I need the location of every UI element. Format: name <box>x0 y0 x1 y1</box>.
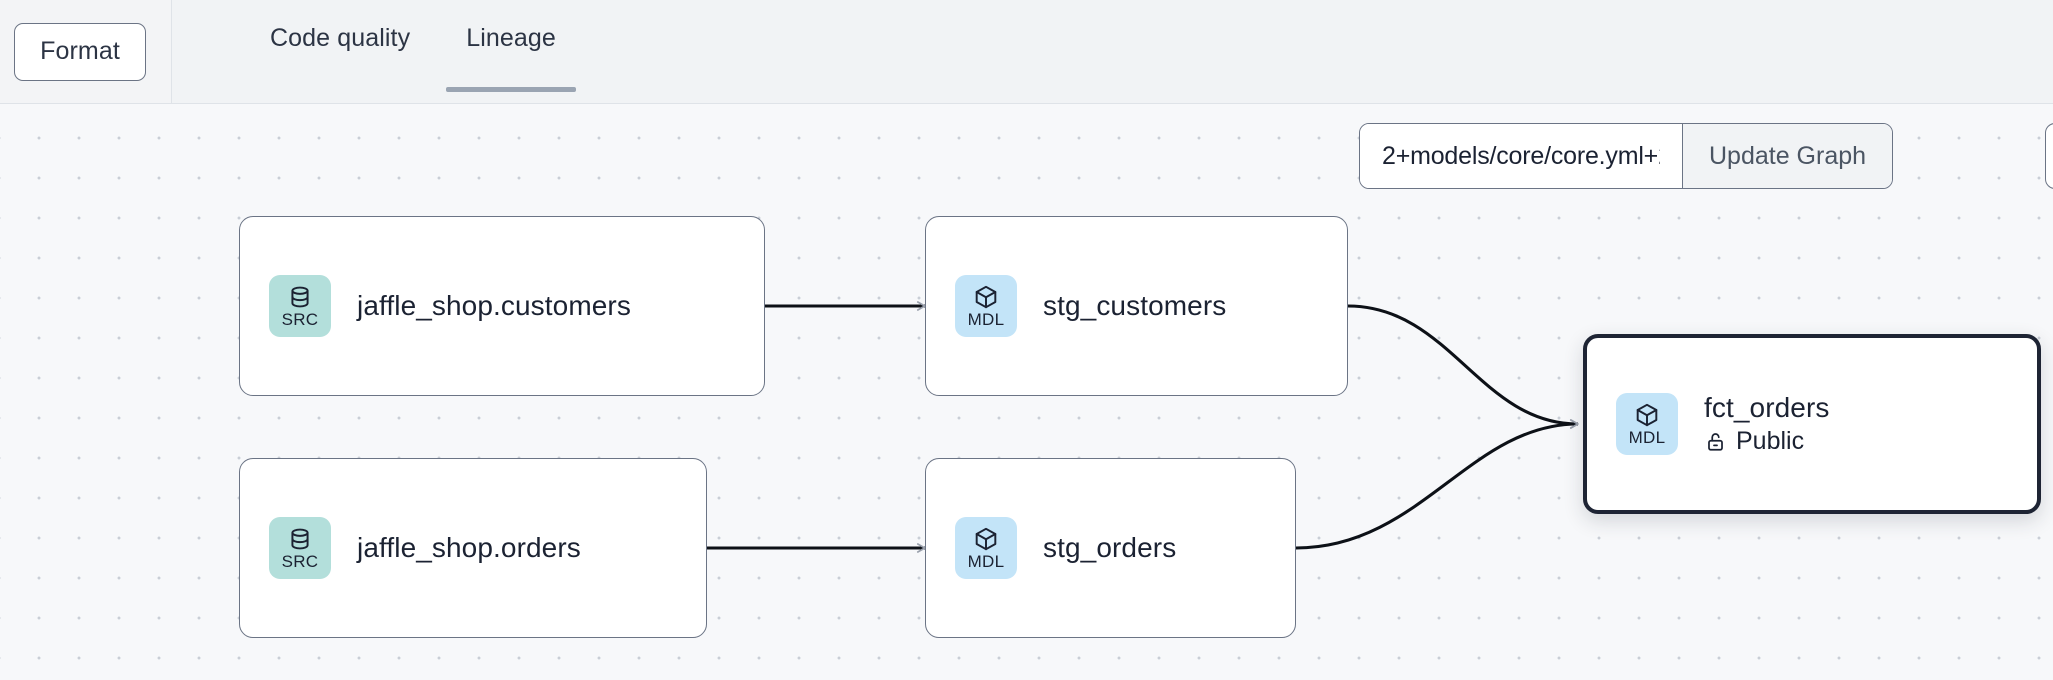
source-badge-label: SRC <box>281 310 319 329</box>
node-access-row: Public <box>1704 427 1830 456</box>
graph-controls: Update Graph <box>1359 123 1894 189</box>
cube-icon <box>973 526 999 552</box>
lineage-node-stg-orders[interactable]: MDL stg_orders <box>925 458 1296 638</box>
database-icon <box>287 284 313 310</box>
node-title: stg_orders <box>1043 532 1177 563</box>
graph-extra-control[interactable] <box>2045 123 2053 189</box>
node-body: fct_orders Public <box>1704 392 1830 456</box>
node-title: fct_orders <box>1704 392 1830 423</box>
format-button[interactable]: Format <box>14 22 146 81</box>
node-body: stg_orders <box>1043 532 1176 564</box>
edge-stg-orders-to-fct-orders <box>1295 419 1579 550</box>
node-title: jaffle_shop.orders <box>357 532 581 563</box>
source-badge: SRC <box>269 275 331 337</box>
node-body: jaffle_shop.customers <box>357 290 631 322</box>
cube-icon <box>973 284 999 310</box>
source-badge: SRC <box>269 517 331 579</box>
lineage-canvas[interactable]: SRC jaffle_shop.customers MDL stg_custo <box>0 104 2053 680</box>
top-toolbar: Format Code quality Lineage <box>0 0 2053 104</box>
node-body: stg_customers <box>1043 290 1226 322</box>
lineage-node-jaffle-shop-customers[interactable]: SRC jaffle_shop.customers <box>239 216 765 396</box>
model-badge: MDL <box>955 275 1017 337</box>
unlock-icon <box>1704 430 1727 453</box>
model-badge-label: MDL <box>967 310 1005 329</box>
edge-stg-customers-to-fct-orders <box>1347 304 1579 429</box>
tab-lineage[interactable]: Lineage <box>438 0 584 103</box>
database-icon <box>287 526 313 552</box>
graph-selector-input[interactable] <box>1360 124 1682 188</box>
source-badge-label: SRC <box>281 552 319 571</box>
node-title: jaffle_shop.customers <box>357 290 631 321</box>
lineage-node-fct-orders[interactable]: MDL fct_orders Public <box>1583 334 2041 514</box>
model-badge-label: MDL <box>1628 428 1666 447</box>
node-access-label: Public <box>1736 427 1805 455</box>
model-badge: MDL <box>1616 393 1678 455</box>
tab-bar: Code quality Lineage <box>172 0 2053 103</box>
node-body: jaffle_shop.orders <box>357 532 581 564</box>
lineage-node-jaffle-shop-orders[interactable]: SRC jaffle_shop.orders <box>239 458 707 638</box>
update-graph-button[interactable]: Update Graph <box>1682 124 1893 188</box>
model-badge-label: MDL <box>967 552 1005 571</box>
model-badge: MDL <box>955 517 1017 579</box>
editor-actions-pane: Format <box>0 0 172 103</box>
lineage-node-stg-customers[interactable]: MDL stg_customers <box>925 216 1348 396</box>
node-title: stg_customers <box>1043 290 1227 321</box>
tab-code-quality[interactable]: Code quality <box>270 24 411 52</box>
cube-icon <box>1634 402 1660 428</box>
selector-search-group: Update Graph <box>1359 123 1894 189</box>
